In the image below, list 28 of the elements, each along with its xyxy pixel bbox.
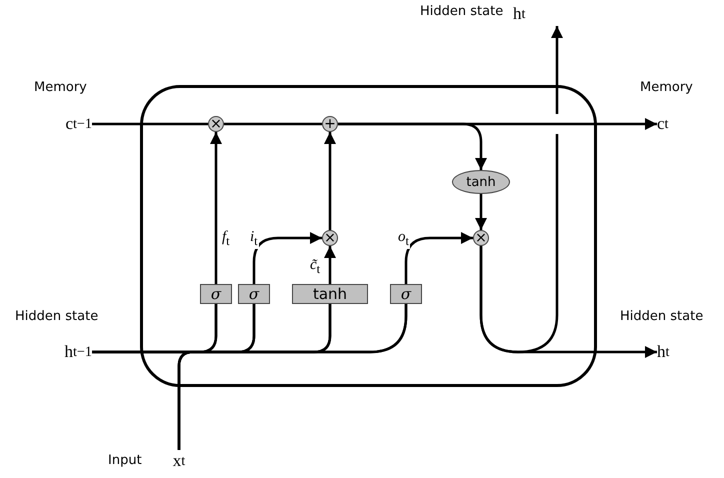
sigmoid-gate: σ [200, 284, 232, 304]
tanh-ellipse: tanh [452, 170, 510, 194]
connector-line [224, 122, 322, 126]
edge-label: i$_{t}$ [249, 229, 259, 249]
arrow [338, 118, 657, 130]
operator-circle: × [322, 230, 338, 246]
arrow [480, 26, 563, 354]
arrow [404, 232, 473, 284]
lstm-cell-outline [140, 85, 597, 387]
sigmoid-gate: σ [390, 284, 422, 304]
operator-circle: + [322, 116, 338, 132]
caption-text: Hidden state [420, 4, 504, 19]
tanh-gate: tanh [292, 284, 368, 304]
arrow [252, 232, 322, 284]
operator-circle: × [208, 116, 224, 132]
connector-line [92, 122, 208, 126]
arrow [210, 132, 222, 284]
caption-text: Memory [640, 80, 693, 95]
caption-text: Hidden state [620, 309, 704, 324]
operator-circle: × [473, 230, 489, 246]
connector-line [178, 304, 408, 450]
caption-text: Input [108, 453, 142, 468]
sigmoid-gate: σ [238, 284, 270, 304]
arrow [324, 246, 336, 284]
caption-text: Hidden state [15, 309, 98, 324]
caption-text: Memory [34, 80, 87, 95]
arrow [324, 132, 336, 230]
arrow [475, 194, 487, 230]
